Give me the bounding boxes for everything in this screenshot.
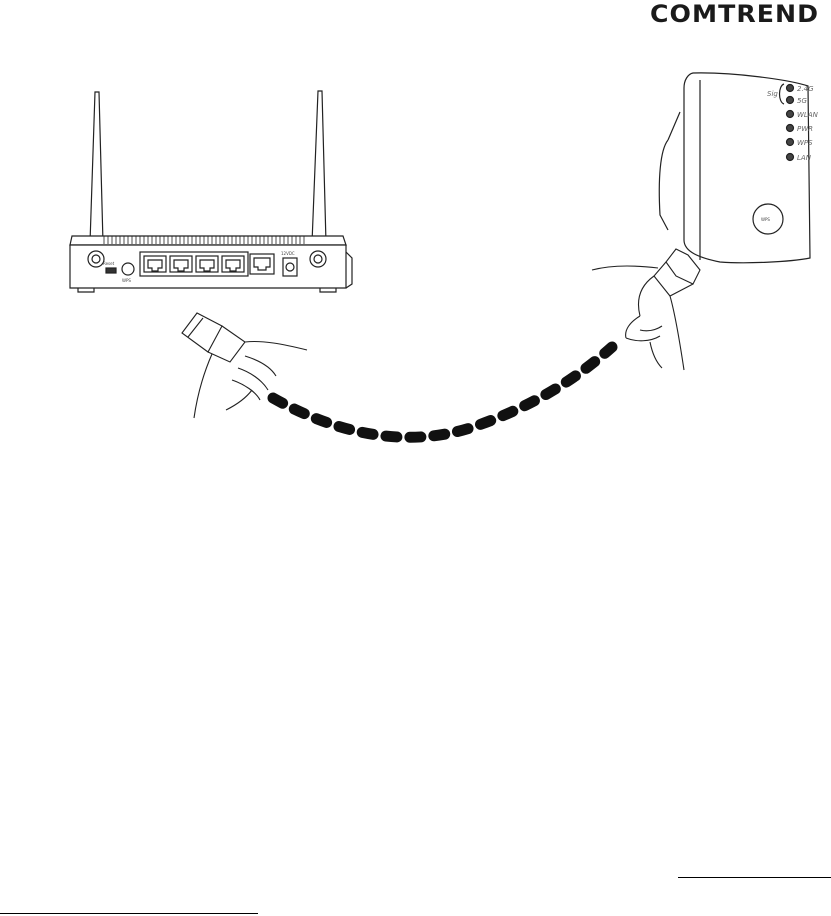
power-jack bbox=[283, 258, 297, 276]
wps-router-label: WPS bbox=[122, 278, 131, 283]
footer-rule-right bbox=[678, 877, 831, 878]
reset-label: Reset bbox=[103, 261, 115, 266]
led-label-wlan: WLAN bbox=[797, 111, 819, 119]
signal-label: Sig bbox=[767, 90, 778, 98]
ethernet-cable bbox=[273, 347, 612, 437]
led-label-24g: 2.4G bbox=[797, 85, 814, 93]
led-label-pwr: PWR bbox=[797, 125, 813, 133]
led-label-wps: WPS bbox=[797, 139, 813, 147]
power-label: 12VDC bbox=[281, 251, 295, 256]
wifi-extender bbox=[659, 73, 810, 263]
led-label-5g: 5G bbox=[797, 97, 807, 105]
left-hand-plug bbox=[182, 313, 307, 418]
footer-rule-left bbox=[0, 913, 258, 914]
led-label-lan: LAN bbox=[797, 154, 812, 162]
wps-button-label: WPS bbox=[761, 217, 770, 222]
